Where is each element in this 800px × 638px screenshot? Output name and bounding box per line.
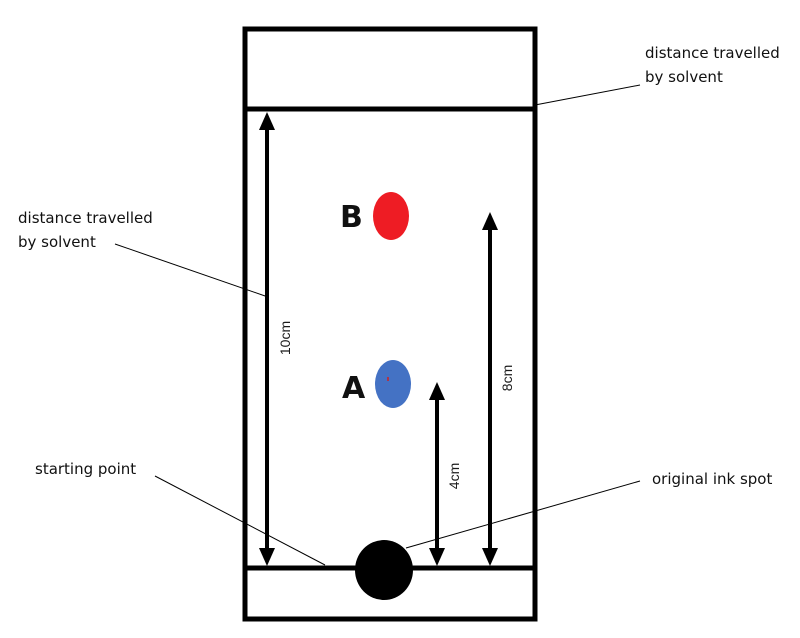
spot-a-distance-label: 4cm bbox=[446, 463, 462, 489]
label-solvent-front-line2: by solvent bbox=[645, 68, 723, 86]
spot-a bbox=[375, 360, 411, 408]
label-solvent-distance-line1: distance travelled bbox=[18, 209, 153, 227]
spot-b bbox=[373, 192, 409, 240]
solvent-distance-arrow bbox=[259, 112, 275, 566]
label-solvent-distance-line2: by solvent bbox=[18, 233, 96, 251]
original-ink-spot bbox=[355, 540, 413, 600]
leader-line-ink-spot bbox=[405, 480, 641, 549]
spot-b-distance-label: 8cm bbox=[499, 365, 515, 391]
spot-a-distance-arrow bbox=[429, 382, 445, 566]
label-starting-point: starting point bbox=[35, 460, 136, 478]
leader-line-starting-point bbox=[154, 475, 326, 566]
leader-line-solvent-distance bbox=[114, 243, 269, 298]
label-solvent-front-line1: distance travelled bbox=[645, 44, 780, 62]
solvent-distance-label: 10cm bbox=[277, 321, 293, 355]
paper-strip bbox=[242, 26, 538, 622]
spot-b-distance-arrow bbox=[482, 212, 498, 566]
spot-a-label: A bbox=[342, 371, 366, 406]
label-original-ink-spot: original ink spot bbox=[652, 470, 772, 488]
leader-line-solvent-front bbox=[534, 84, 641, 106]
spot-b-label: B bbox=[340, 200, 363, 235]
